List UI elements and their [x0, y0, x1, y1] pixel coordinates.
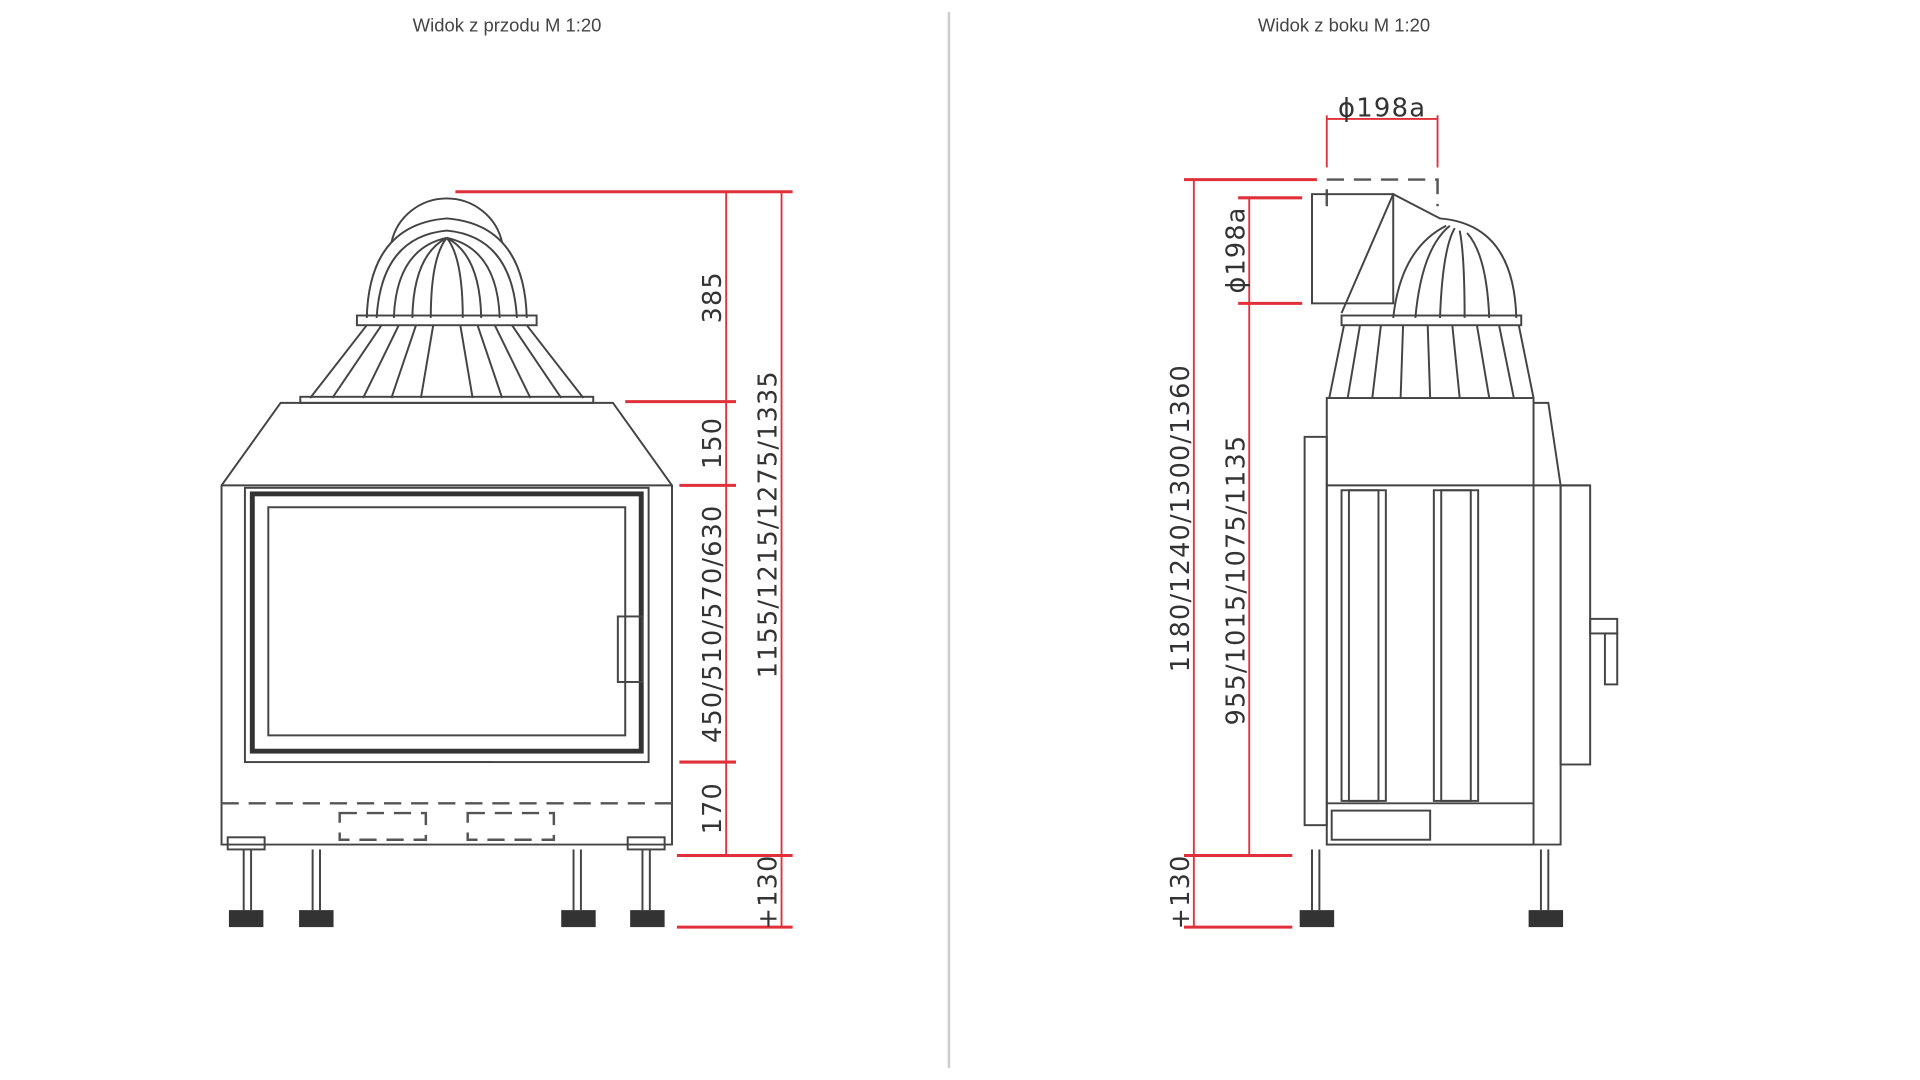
front-view-dimensions: 385 150 450/510/570/630 170 1155/1215/12…	[455, 190, 793, 929]
dim-total: 1155/1215/1275/1335	[753, 370, 783, 678]
side-view-title: Widok z boku M 1:20	[1258, 15, 1430, 36]
dim-legs: +130	[753, 854, 783, 929]
side-view-dimensions: ϕ198a ϕ198a 1180/1240/1300/1360 955/1015…	[1166, 94, 1439, 929]
dim-side-legs: +130	[1166, 854, 1196, 929]
front-view-title: Widok z przodu M 1:20	[413, 15, 602, 36]
dim-150: 150	[698, 417, 728, 469]
dim-flue-top: ϕ198a	[1338, 94, 1426, 124]
side-view-fireplace	[1299, 178, 1619, 928]
dim-385: 385	[698, 271, 728, 323]
dim-outlet: 955/1015/1075/1135	[1221, 435, 1251, 726]
front-view-fireplace	[220, 197, 673, 928]
dim-side-total: 1180/1240/1300/1360	[1166, 364, 1196, 672]
dim-flue-side: ϕ198a	[1221, 206, 1251, 293]
dim-door: 450/510/570/630	[698, 505, 728, 743]
dim-170: 170	[698, 782, 728, 834]
